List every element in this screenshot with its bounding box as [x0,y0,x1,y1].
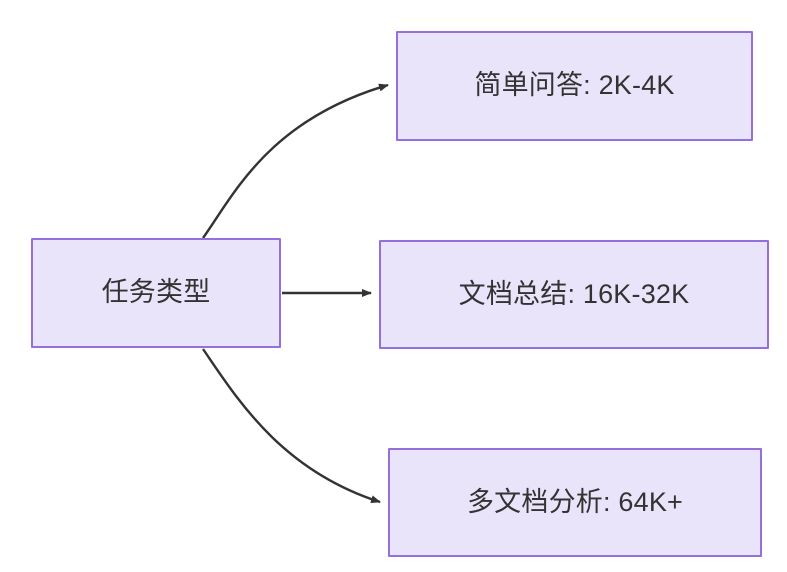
node-multi-document-analysis[interactable]: 多文档分析: 64K+ [388,448,762,557]
node-simple-qa-label: 简单问答: 2K-4K [474,70,675,101]
node-task-type-label: 任务类型 [101,277,211,308]
node-document-summary-label: 文档总结: 16K-32K [458,278,690,309]
edge-source-to-multidoc [202,348,381,504]
node-document-summary[interactable]: 文档总结: 16K-32K [379,240,769,349]
node-simple-qa[interactable]: 简单问答: 2K-4K [396,31,753,141]
edge-source-to-simple [202,83,389,239]
node-multi-document-analysis-label: 多文档分析: 64K+ [466,486,683,517]
node-task-type[interactable]: 任务类型 [31,238,281,348]
